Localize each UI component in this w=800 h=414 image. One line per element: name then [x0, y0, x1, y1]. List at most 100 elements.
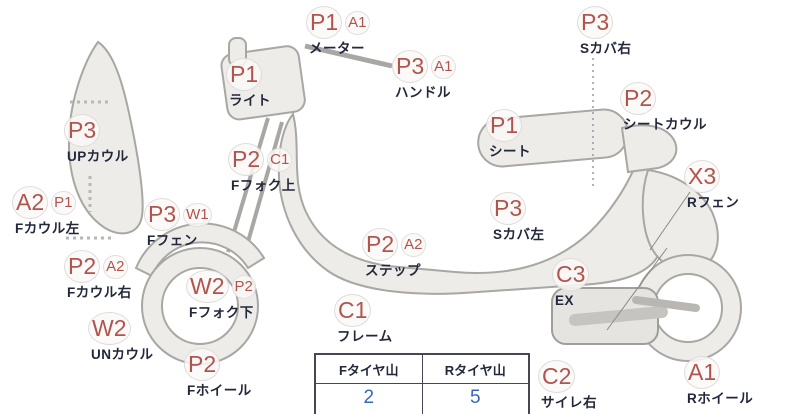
- code-row: P1: [486, 109, 523, 142]
- label-s-cover-left: P3 Sカバ左: [490, 192, 545, 242]
- tire-header-row: Fタイヤ山 Rタイヤ山: [316, 355, 528, 384]
- label-seat: P1 シート: [486, 109, 531, 159]
- handlebar-shape: [304, 43, 393, 69]
- code-row: C3: [552, 258, 590, 291]
- code-row: P2 A2: [362, 228, 426, 261]
- condition-code: X3: [684, 160, 721, 193]
- front-fork-shape: [242, 121, 284, 257]
- tire-tread-table: Fタイヤ山 Rタイヤ山 2 5: [314, 353, 530, 414]
- condition-subcode: A2: [103, 254, 128, 279]
- condition-subcode: P2: [231, 274, 256, 299]
- leader-line: [649, 191, 691, 251]
- part-name: シート: [489, 144, 531, 159]
- part-name: Fカウル左: [15, 221, 80, 236]
- condition-code: W2: [186, 270, 229, 303]
- code-row: P2: [184, 348, 221, 381]
- label-r-wheel: A1 Rホイール: [684, 356, 753, 406]
- part-name: Fカウル右: [67, 285, 132, 300]
- condition-code: P3: [144, 198, 181, 231]
- part-name: UNカウル: [91, 347, 154, 362]
- label-seat-cowl: P2 シートカウル: [620, 82, 707, 132]
- condition-code: C1: [334, 294, 372, 327]
- label-s-cover-right: P3 Sカバ右: [577, 6, 632, 56]
- swingarm-shape: [632, 296, 700, 312]
- condition-code: C3: [552, 258, 590, 291]
- condition-code: P3: [392, 50, 429, 83]
- condition-code: P1: [306, 6, 343, 39]
- label-silencer-right: C2 サイレ右: [538, 360, 597, 410]
- condition-code: P2: [64, 250, 101, 283]
- label-step: P2 A2 ステップ: [362, 228, 426, 278]
- code-row: P3: [64, 114, 101, 147]
- label-f-fork-upper: P2 C1 Fフォク上: [228, 143, 296, 193]
- condition-code: A1: [684, 356, 721, 389]
- code-row: A2 P1: [12, 186, 76, 219]
- code-row: P3: [490, 192, 527, 225]
- label-f-wheel: P2 Fホイール: [184, 348, 252, 398]
- code-row: P3 A1: [392, 50, 456, 83]
- part-name: Rフェン: [687, 195, 740, 210]
- label-up-cowl: P3 UPカウル: [64, 114, 129, 164]
- part-name: Fフェン: [147, 233, 198, 248]
- code-row: P2 C1: [228, 143, 293, 176]
- exhaust-pipe-shape: [569, 306, 668, 326]
- condition-subcode: W1: [183, 202, 212, 227]
- code-row: C1: [334, 294, 372, 327]
- part-name: サイレ右: [541, 395, 597, 410]
- label-f-cowl-right: P2 A2 Fカウル右: [64, 250, 132, 300]
- f-tire-value: 2: [363, 387, 375, 408]
- part-name: Sカバ右: [580, 41, 632, 56]
- label-frame: C1 フレーム: [334, 294, 393, 344]
- part-name: ハンドル: [395, 85, 451, 100]
- code-row: C2: [538, 360, 576, 393]
- r-tire-header: Rタイヤ山: [421, 355, 528, 384]
- label-f-fender: P3 W1 Fフェン: [144, 198, 212, 248]
- condition-subcode: A1: [345, 10, 370, 35]
- leader-line: [606, 247, 668, 331]
- front-fender-shape: [134, 222, 266, 278]
- part-name: Rホイール: [687, 391, 754, 406]
- part-name: ステップ: [365, 263, 421, 278]
- label-light: P1 ライト: [226, 58, 271, 108]
- label-under-cowl: W2 UNカウル: [88, 312, 154, 362]
- code-row: X3: [684, 160, 721, 193]
- code-row: W2 P2: [186, 270, 256, 303]
- code-row: P1: [226, 58, 263, 91]
- condition-code: P1: [226, 58, 263, 91]
- condition-code: W2: [88, 312, 131, 345]
- code-row: P2 A2: [64, 250, 128, 283]
- condition-code: C2: [538, 360, 576, 393]
- part-name: ライト: [229, 93, 271, 108]
- condition-code: P2: [362, 228, 399, 261]
- code-row: P3 W1: [144, 198, 212, 231]
- front-fork-shape: [226, 117, 270, 253]
- label-f-cowl-left: A2 P1 Fカウル左: [12, 186, 80, 236]
- tire-value-row: 2 5: [316, 384, 528, 414]
- condition-code: A2: [12, 186, 49, 219]
- condition-subcode: C1: [267, 147, 293, 172]
- condition-code: P2: [184, 348, 221, 381]
- label-r-fender: X3 Rフェン: [684, 160, 739, 210]
- r-tire-value: 5: [421, 384, 529, 414]
- label-meter: P1 A1 メーター: [306, 6, 370, 56]
- seat-cowl-shape: [620, 124, 678, 174]
- part-name: Fフォク上: [231, 178, 296, 193]
- code-row: A1: [684, 356, 721, 389]
- part-name: UPカウル: [67, 149, 129, 164]
- condition-code: P3: [64, 114, 101, 147]
- label-f-fork-lower: W2 P2 Fフォク下: [186, 270, 256, 320]
- part-name: EX: [555, 293, 575, 308]
- part-name: フレーム: [337, 329, 393, 344]
- condition-code: P3: [490, 192, 527, 225]
- condition-code: P3: [577, 6, 614, 39]
- part-name: Fフォク下: [189, 305, 254, 320]
- code-row: P1 A1: [306, 6, 370, 39]
- f-tire-header: Fタイヤ山: [316, 355, 422, 384]
- condition-code: P1: [486, 109, 523, 142]
- code-row: W2: [88, 312, 131, 345]
- condition-code: P2: [620, 82, 657, 115]
- code-row: P3: [577, 6, 614, 39]
- part-name: Sカバ左: [493, 227, 545, 242]
